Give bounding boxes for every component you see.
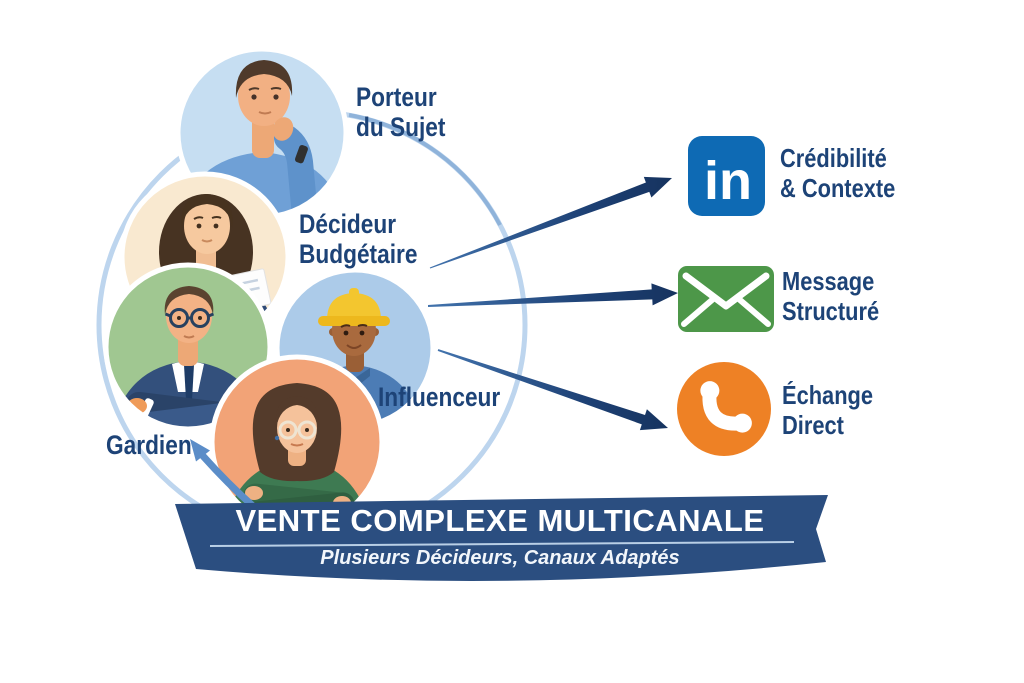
gardien-arrow [190,439,257,510]
svg-text:in: in [704,151,752,211]
label-influenceur: Influenceur [378,382,501,412]
banner-divider [209,541,795,547]
label-credibilite-contexte: Crédibilité & Contexte [780,143,896,203]
label-porteur-du-sujet: Porteur du Sujet [356,82,446,142]
arrow-to-linkedin [429,176,672,269]
label-gardien: Gardien [106,430,192,460]
label-message-structure: Message Structuré [782,266,880,326]
email-icon [678,266,774,332]
label-echange-direct: Échange Direct [782,380,874,440]
banner-title: VENTE COMPLEXE MULTICANALE [235,503,765,538]
label-decideur-budgetaire: Décideur Budgétaire [299,209,418,269]
banner-subtitle: Plusieurs Décideurs, Canaux Adaptés [320,547,680,569]
phone-icon [677,362,771,456]
banner-ribbon [175,495,828,581]
arrow-to-phone [437,349,668,431]
arrow-to-email [428,283,678,307]
linkedin-icon: in [688,136,765,216]
